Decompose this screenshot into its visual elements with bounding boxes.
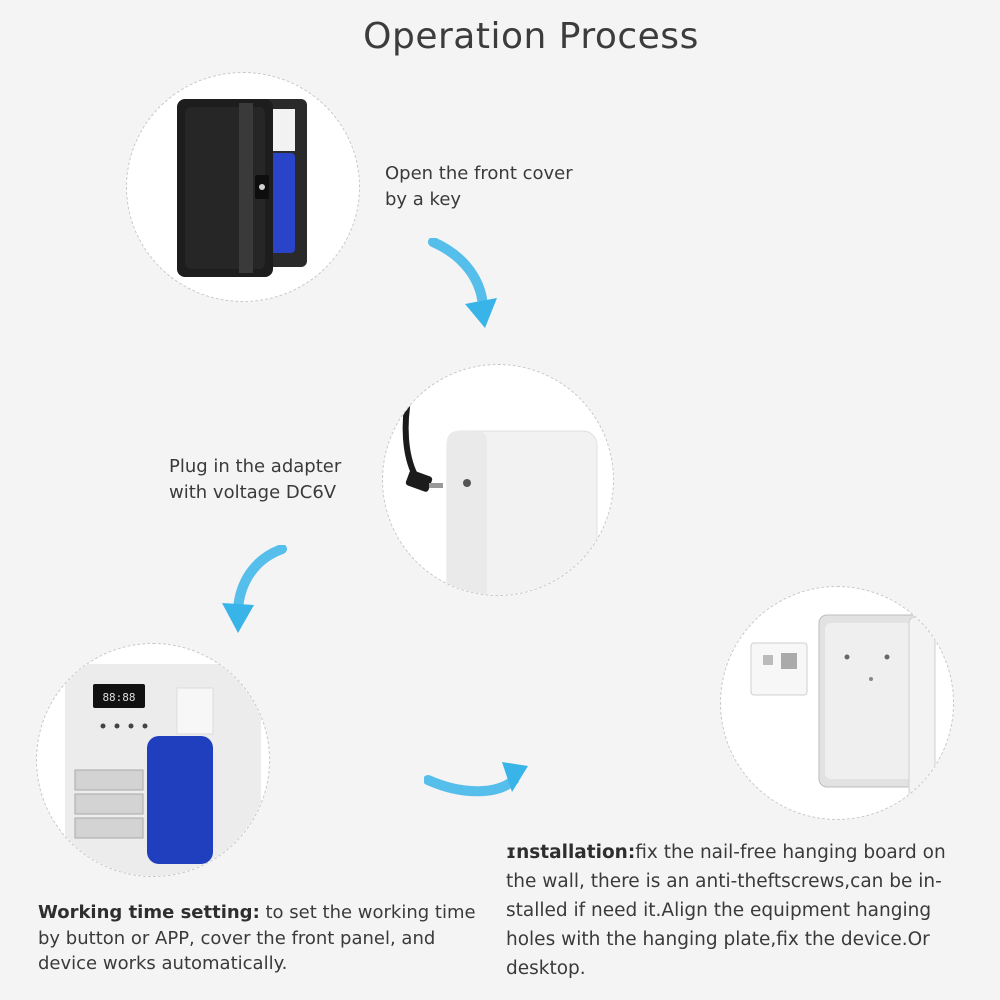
step3-image: 88:88	[36, 643, 270, 877]
step1-caption-line1: Open the front cover	[385, 163, 573, 184]
step2-caption-line2: with voltage DC6V	[169, 482, 337, 503]
working-time-text: to set the working time by button or APP…	[38, 902, 476, 974]
digital-display	[93, 684, 145, 708]
arrow-right-icon	[424, 762, 528, 797]
display-digits: 88:88	[102, 691, 135, 704]
blue-bottle	[147, 736, 213, 864]
step1-image	[126, 72, 360, 302]
arrow-down-left-icon	[222, 545, 287, 633]
page-title: Operation Process	[363, 16, 699, 57]
installation-text: fix the nail-free hanging board on the w…	[506, 842, 946, 979]
arrow-down-icon	[428, 238, 497, 328]
black-dispenser-illustration	[177, 99, 307, 277]
step1-caption-line2: by a key	[385, 189, 462, 210]
wall-installation-illustration	[750, 614, 936, 798]
step2-image	[382, 364, 614, 596]
working-time-label: Working time setting:	[38, 902, 260, 923]
step2-caption-line1: Plug in the adapter	[169, 456, 342, 477]
installation-description: ɪnstallation:fix the nail-free hanging b…	[506, 838, 966, 983]
blue-bottle	[267, 153, 295, 253]
wall-outlet	[750, 642, 808, 696]
installation-label: ɪnstallation:	[506, 842, 636, 863]
step2-caption: Plug in the adapter with voltage DC6V	[169, 454, 341, 506]
step1-caption: Open the front cover by a key	[385, 161, 573, 213]
adapter-plug-illustration	[402, 394, 598, 595]
working-time-description: Working time setting: to set the working…	[38, 900, 488, 977]
step4-image	[720, 586, 954, 820]
control-panel-illustration: 88:88	[65, 664, 261, 876]
